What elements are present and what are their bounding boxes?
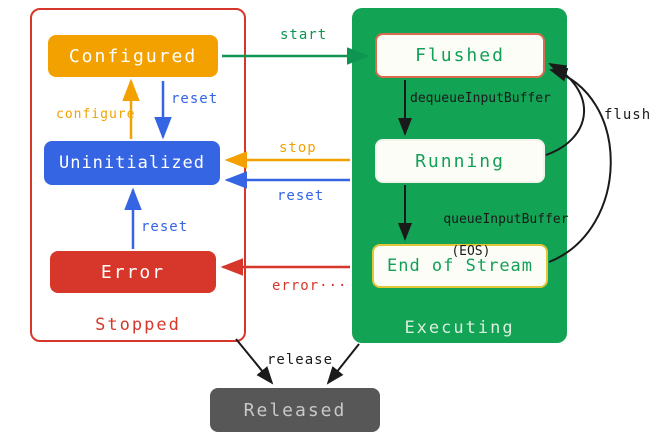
state-error: Error [50,251,216,293]
stopped-group-label: Stopped [95,315,181,335]
state-uninitialized: Uninitialized [44,141,220,185]
state-end-of-stream: End of Stream [372,244,548,288]
configure-transition-label: configure [56,107,136,122]
flush-transition-label: flush [604,107,652,123]
error-transition-label: error··· [272,278,348,294]
release-transition-label: release [267,352,334,368]
reset-from-executing-label: reset [277,188,325,204]
state-flushed: Flushed [375,33,545,78]
queue-input-buffer-label-line2: (EOS) [451,244,491,259]
reset-from-error-label: reset [141,219,189,235]
executing-group-label: Executing [404,318,515,338]
queue-input-buffer-label: queueInputBuffer (EOS) [412,196,569,276]
reset-from-configured-label: reset [171,91,219,107]
dequeue-input-buffer-label: dequeueInputBuffer [410,91,551,106]
queue-input-buffer-label-line1: queueInputBuffer [443,212,569,227]
state-configured: Configured [48,35,218,77]
start-transition-label: start [280,27,328,43]
state-released: Released [210,388,380,432]
stop-transition-label: stop [279,140,317,156]
state-running: Running [375,139,545,183]
